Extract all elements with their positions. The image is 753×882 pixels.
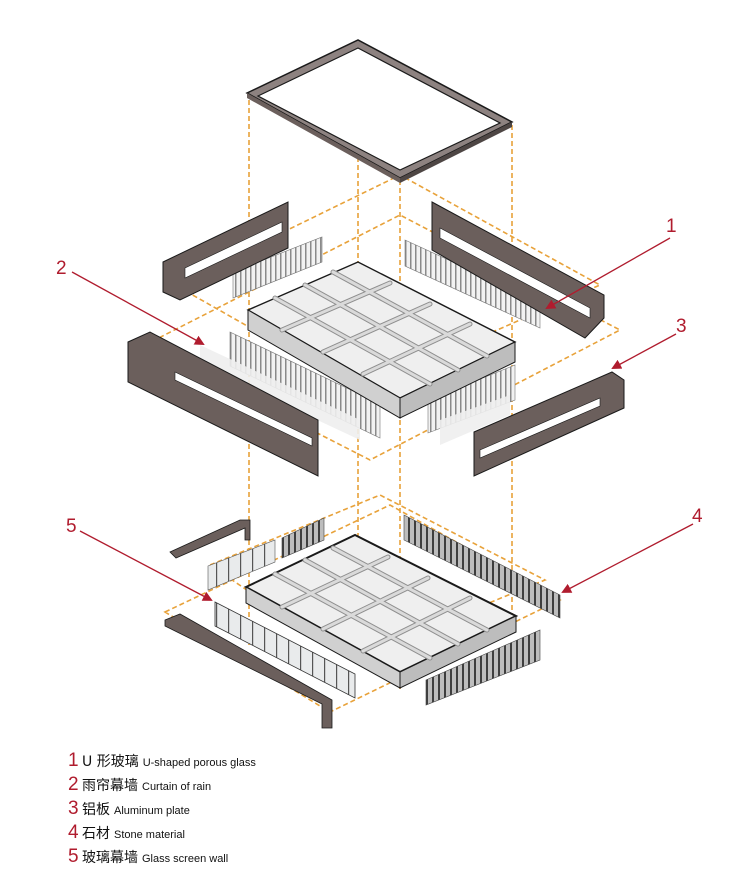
- callout-labels: 1 2 3 4 5: [56, 216, 703, 537]
- legend-number: 2: [68, 774, 79, 795]
- legend-item: 1 U 形玻璃 U-shaped porous glass: [68, 750, 256, 774]
- lower-aluminum-profiles: [164, 519, 333, 729]
- callout-number-5: 5: [66, 516, 77, 537]
- callout-arrows: [71, 237, 694, 601]
- callout-number-3: 3: [676, 316, 687, 337]
- callout-arrow-5: [79, 530, 213, 601]
- legend-label-en: U-shaped porous glass: [142, 757, 256, 769]
- legend: 1 U 形玻璃 U-shaped porous glass 2 雨帘幕墙 Cur…: [68, 750, 256, 870]
- roof-frame: [245, 39, 514, 183]
- legend-item: 5 玻璃幕墙 Glass screen wall: [68, 846, 256, 870]
- legend-label-cn: 玻璃幕墙: [82, 850, 138, 866]
- legend-number: 3: [68, 798, 79, 819]
- legend-label-en: Glass screen wall: [142, 853, 229, 865]
- legend-item: 3 铝板 Aluminum plate: [68, 798, 256, 822]
- callout-arrow-2: [71, 271, 205, 345]
- legend-label-cn: 石材: [82, 826, 110, 842]
- callout-number-4: 4: [692, 506, 703, 527]
- callout-arrow-1: [545, 237, 671, 309]
- upper-structure: [246, 261, 517, 419]
- upper-u-glass-screens: [200, 236, 541, 445]
- callout-arrow-4: [561, 523, 694, 593]
- legend-label-en: Stone material: [114, 829, 185, 841]
- lower-structure: [243, 533, 519, 689]
- lower-stone-screens: [281, 514, 561, 706]
- callout-number-2: 2: [56, 258, 67, 279]
- legend-number: 1: [68, 750, 79, 771]
- legend-label-cn: 铝板: [82, 802, 110, 818]
- legend-label-en: Curtain of rain: [142, 781, 212, 793]
- legend-item: 4 石材 Stone material: [68, 822, 256, 846]
- legend-label-cn: 雨帘幕墙: [82, 778, 138, 794]
- legend-number: 4: [68, 822, 79, 843]
- legend-item: 2 雨帘幕墙 Curtain of rain: [68, 774, 256, 798]
- callout-arrow-3: [611, 333, 677, 369]
- callout-number-1: 1: [666, 216, 677, 237]
- lower-glass-walls: [207, 539, 356, 699]
- upper-aluminum-bands: [127, 201, 625, 477]
- legend-label-en: Aluminum plate: [114, 805, 190, 817]
- legend-label-cn: U 形玻璃: [82, 754, 139, 770]
- legend-number: 5: [68, 846, 79, 867]
